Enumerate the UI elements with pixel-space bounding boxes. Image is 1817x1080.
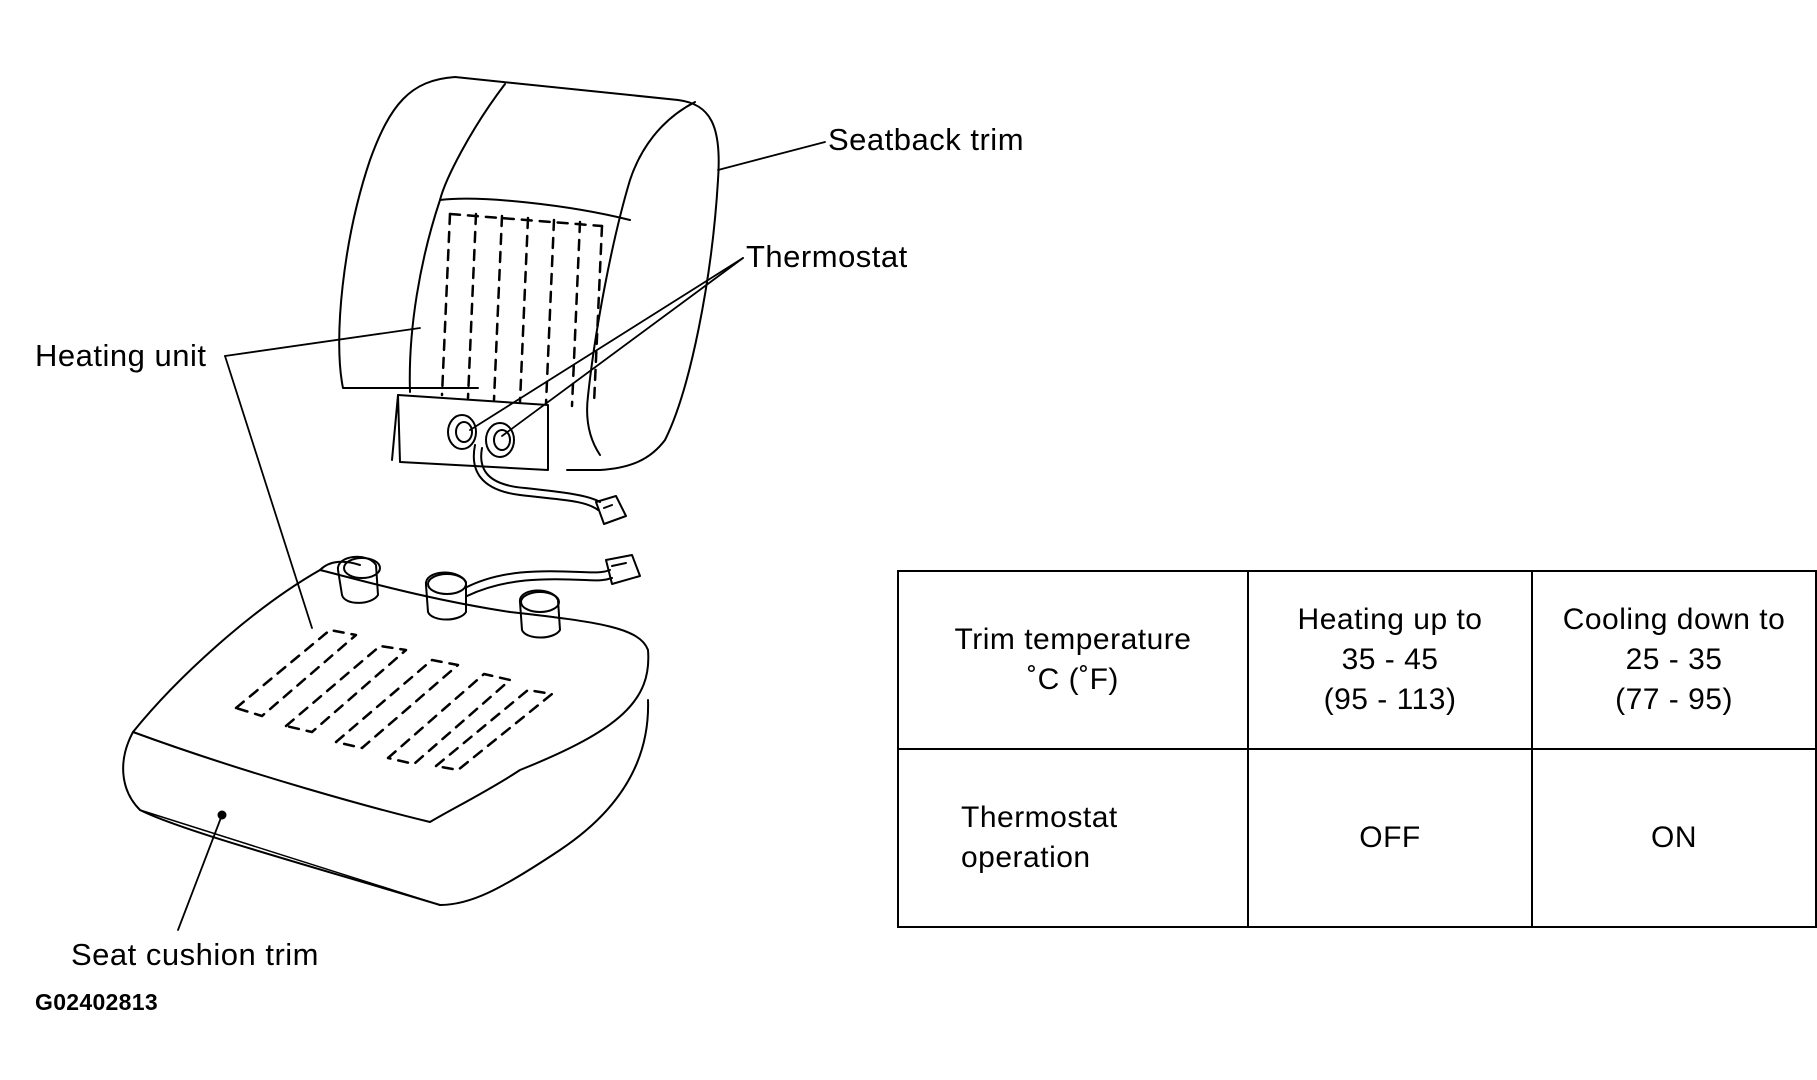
cell-text: Heating up to xyxy=(1297,603,1483,636)
cell-text: OFF xyxy=(1359,821,1421,854)
cell-text: (77 - 95) xyxy=(1615,683,1733,716)
label-seatback-trim: Seatback trim xyxy=(828,122,1025,157)
thermostat-operation-table: Trim temperature ˚C (˚F) Heating up to 3… xyxy=(897,570,1817,928)
cell-text: Thermostat xyxy=(961,801,1118,834)
cell-text: 25 - 35 xyxy=(1625,643,1723,676)
cell-cooling-operation: ON xyxy=(1531,748,1817,928)
seatback xyxy=(338,76,720,525)
label-heating-unit: Heating unit xyxy=(35,338,207,373)
cell-text: Trim temperature xyxy=(954,623,1192,656)
label-thermostat: Thermostat xyxy=(746,239,908,274)
cell-text: ˚C (˚F) xyxy=(1027,663,1119,696)
cell-text: Cooling down to xyxy=(1562,603,1786,636)
cell-heating-operation: OFF xyxy=(1246,748,1534,928)
cell-heating-temperature: Heating up to 35 - 45 (95 - 113) xyxy=(1246,570,1534,750)
cell-text: ON xyxy=(1651,821,1698,854)
cell-text: (95 - 113) xyxy=(1323,683,1457,716)
table-row: Thermostat operation OFF ON xyxy=(897,748,1817,928)
label-seat-cushion-trim: Seat cushion trim xyxy=(71,937,319,972)
leader-lines xyxy=(177,141,826,931)
cell-cooling-temperature: Cooling down to 25 - 35 (77 - 95) xyxy=(1531,570,1817,750)
table-row: Trim temperature ˚C (˚F) Heating up to 3… xyxy=(897,570,1817,750)
seat-cushion xyxy=(122,554,650,906)
row-header-trim-temperature: Trim temperature ˚C (˚F) xyxy=(897,570,1249,750)
figure-id: G02402813 xyxy=(35,989,158,1015)
cell-text: operation xyxy=(961,841,1091,874)
row-header-thermostat-operation: Thermostat operation xyxy=(897,748,1249,928)
cell-text: 35 - 45 xyxy=(1341,643,1439,676)
seat-cushion-marker xyxy=(217,810,227,820)
